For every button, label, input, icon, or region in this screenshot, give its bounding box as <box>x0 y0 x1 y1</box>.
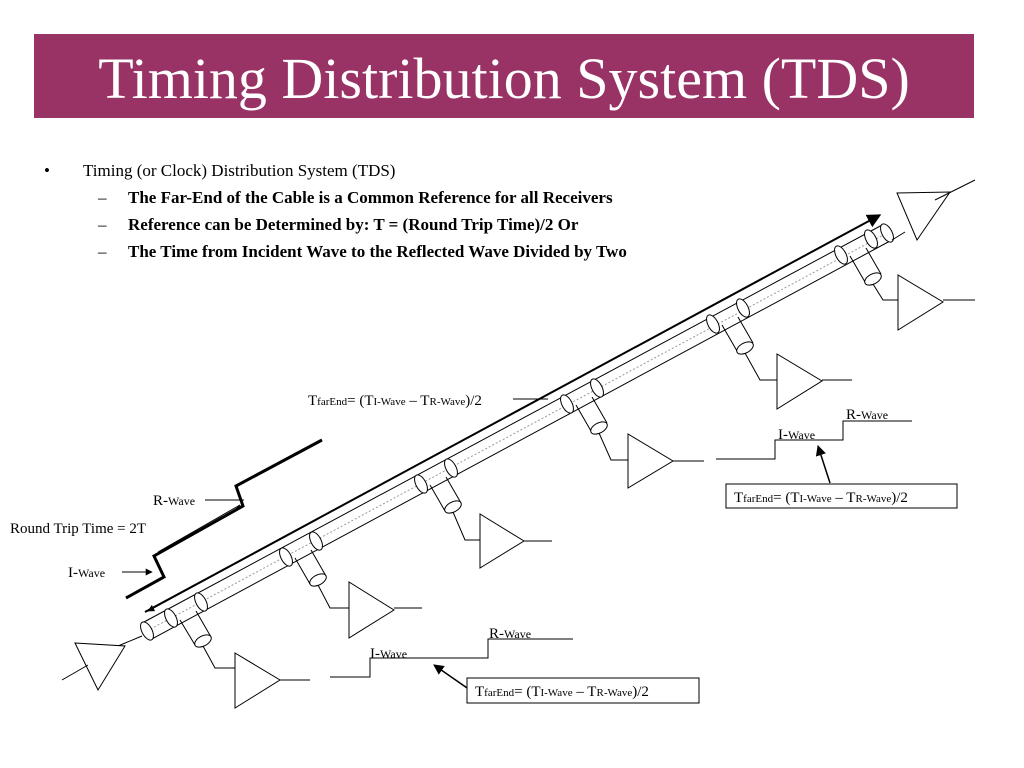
round-trip-waveform <box>125 438 323 600</box>
receiver-icon <box>897 274 944 331</box>
title-bar: Timing Distribution System (TDS) <box>34 34 974 118</box>
driver-near <box>61 635 143 692</box>
cable-edge-bottom <box>149 240 891 641</box>
tap-2 <box>279 531 422 639</box>
cable <box>140 223 894 641</box>
bullet-dot-icon: • <box>44 161 50 180</box>
sub-bullet-item: – The Far-End of the Cable is a Common R… <box>44 187 698 209</box>
dash-icon: – <box>98 188 107 207</box>
sub-bullet-text: The Time from Incident Wave to the Refle… <box>128 242 627 261</box>
r-wave-label-right: R-Wave <box>846 407 888 423</box>
i-wave-label-bottom: I-Wave <box>370 646 407 662</box>
reflected-wave-arrow <box>147 518 319 612</box>
cable-center <box>146 232 888 632</box>
cable-end-near <box>140 621 154 641</box>
formula-label-mid: TfarEnd= (TI-Wave – TR-Wave)/2 <box>308 393 482 409</box>
r-wave-label-left: R-Wave <box>153 493 195 509</box>
receiver-icon <box>627 433 674 489</box>
bullet-text: Timing (or Clock) Distribution System (T… <box>83 161 396 180</box>
step-waveform-bottom <box>330 638 573 678</box>
sub-bullet-item: – The Time from Incident Wave to the Ref… <box>44 241 698 263</box>
i-wave-label-right: I-Wave <box>778 427 815 443</box>
cable-end-far <box>880 223 894 243</box>
bullet-item: • Timing (or Clock) Distribution System … <box>44 160 724 182</box>
tap-4 <box>560 378 704 489</box>
receiver-icon <box>234 652 281 709</box>
dash-icon: – <box>98 215 107 234</box>
tap-3 <box>414 458 552 569</box>
r-wave-label-bottom: R-Wave <box>489 626 531 642</box>
receiver-icon <box>479 513 525 569</box>
sub-bullet-text: Reference can be Determined by: T = (Rou… <box>128 215 579 234</box>
round-trip-bracket <box>157 504 241 553</box>
sub-bullet-item: – Reference can be Determined by: T = (R… <box>44 214 698 236</box>
bullet-list: • Timing (or Clock) Distribution System … <box>44 160 724 263</box>
dash-icon: – <box>98 242 107 261</box>
round-trip-label: Round Trip Time = 2T <box>10 521 146 537</box>
cable-edge-top <box>143 223 885 623</box>
formula-label-right: TfarEnd= (TI-Wave – TR-Wave)/2 <box>734 490 908 506</box>
driver-far <box>891 179 976 242</box>
page-title: Timing Distribution System (TDS) <box>98 46 910 111</box>
tap-1 <box>164 592 310 709</box>
tap-6 <box>834 229 975 331</box>
driver-icon <box>74 642 126 692</box>
driver-icon <box>896 191 951 242</box>
receiver-icon <box>348 581 395 639</box>
formula-label-bottom: TfarEnd= (TI-Wave – TR-Wave)/2 <box>475 684 649 700</box>
sub-bullet-text: The Far-End of the Cable is a Common Ref… <box>128 188 613 207</box>
tap-5 <box>706 298 852 410</box>
step-waveform-right <box>716 420 912 460</box>
receiver-icon <box>776 353 823 410</box>
i-wave-label-left: I-Wave <box>68 565 105 581</box>
formula-box-right <box>725 483 958 509</box>
formula-box-bottom <box>466 677 700 704</box>
